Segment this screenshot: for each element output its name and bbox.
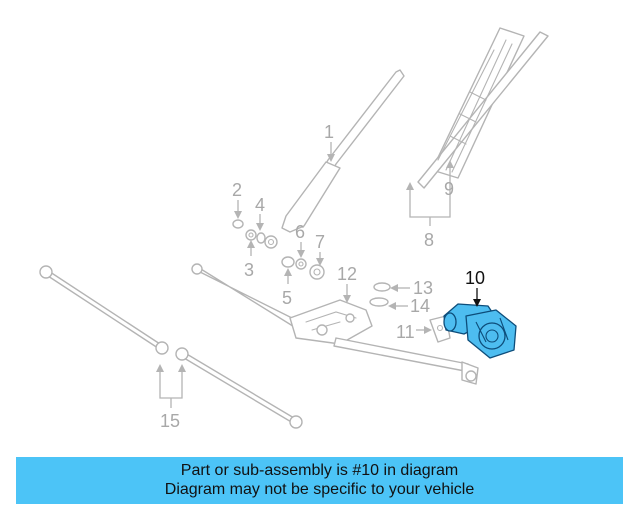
callout-14: 14 <box>410 296 430 316</box>
bushing-7[interactable] <box>309 264 325 280</box>
nut-3[interactable] <box>245 229 257 241</box>
info-banner: Part or sub-assembly is #10 in diagram D… <box>16 457 623 504</box>
callout-1: 1 <box>324 122 334 142</box>
banner-line-part: Part or sub-assembly is #10 in diagram <box>180 462 459 479</box>
banner-line-disclaimer: Diagram may not be specific to your vehi… <box>164 481 475 498</box>
grommet-13[interactable] <box>373 282 391 292</box>
callout-6: 6 <box>295 222 305 242</box>
wiper-blade[interactable] <box>417 27 549 189</box>
wiper-arm[interactable] <box>264 69 405 249</box>
wiper-linkage[interactable] <box>191 263 479 385</box>
clip-14[interactable] <box>369 297 389 307</box>
drive-link-lower[interactable] <box>175 347 303 429</box>
parts-diagram: 1 2 3 4 5 6 7 8 9 10 11 12 13 14 15 <box>39 27 549 431</box>
wiper-motor[interactable] <box>443 303 517 359</box>
callout-leaders <box>156 142 481 408</box>
callout-4: 4 <box>255 195 265 215</box>
callout-11: 11 <box>396 322 415 342</box>
callout-8: 8 <box>424 230 434 250</box>
callout-9: 9 <box>444 179 454 199</box>
callout-7: 7 <box>315 232 325 252</box>
callout-13: 13 <box>413 278 433 298</box>
callout-10: 10 <box>465 268 485 288</box>
drive-link-upper[interactable] <box>39 265 169 355</box>
nut-6[interactable] <box>295 258 307 270</box>
callout-3: 3 <box>244 260 254 280</box>
washer-5[interactable] <box>281 256 295 268</box>
callout-12: 12 <box>337 264 357 284</box>
callout-5: 5 <box>282 288 292 308</box>
washer-2[interactable] <box>232 219 244 229</box>
callout-15: 15 <box>160 411 180 431</box>
cap-4[interactable] <box>256 232 266 244</box>
callout-2: 2 <box>232 180 242 200</box>
